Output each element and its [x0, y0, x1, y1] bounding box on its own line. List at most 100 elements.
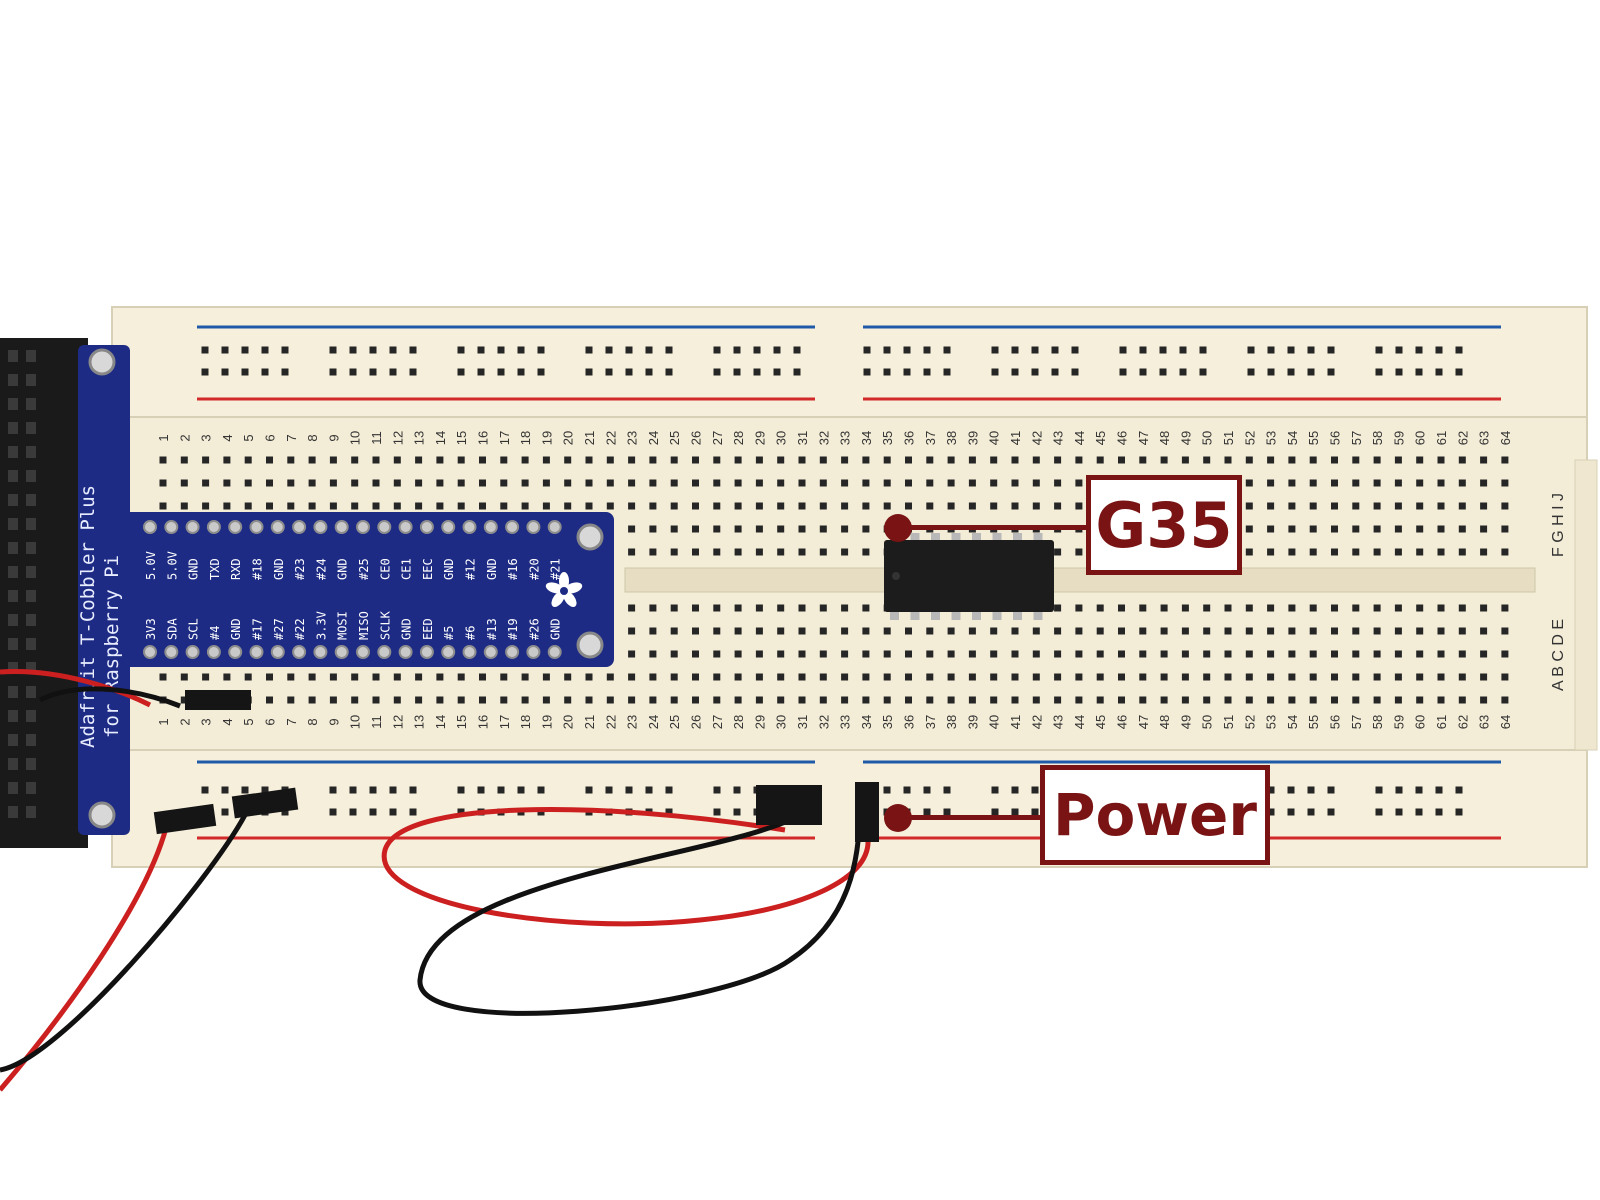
- column-number: 4: [220, 718, 235, 725]
- column-number: 30: [774, 715, 789, 729]
- column-number: 50: [1200, 715, 1215, 729]
- column-number: 24: [646, 715, 661, 729]
- cobbler-pin-label: 5.0V: [144, 551, 158, 580]
- column-number: 51: [1221, 431, 1236, 445]
- column-number: 37: [923, 715, 938, 729]
- column-number: 16: [476, 431, 491, 445]
- column-number: 56: [1328, 715, 1343, 729]
- column-number: 31: [795, 431, 810, 445]
- red-wire-left: [0, 669, 152, 708]
- cobbler-pin-label: 3.3V: [314, 611, 328, 640]
- column-number: 10: [348, 715, 363, 729]
- cobbler-pin-label: GND: [229, 618, 243, 640]
- column-number: 33: [838, 715, 853, 729]
- cobbler-horizontal-board: [122, 512, 614, 667]
- dip16-chip: [884, 533, 1054, 620]
- column-number: 12: [390, 715, 405, 729]
- column-number: 58: [1370, 431, 1385, 445]
- column-number: 43: [1051, 431, 1066, 445]
- column-number: 64: [1498, 431, 1513, 445]
- column-number: 62: [1455, 431, 1470, 445]
- column-number: 61: [1434, 431, 1449, 445]
- black-wire-long: [0, 813, 248, 1073]
- column-number: 41: [1008, 431, 1023, 445]
- column-number: 64: [1498, 715, 1513, 729]
- column-number: 27: [710, 431, 725, 445]
- mounting-hole-top-right: [576, 523, 604, 551]
- column-number: 24: [646, 431, 661, 445]
- cobbler-pin-label: MISO: [357, 611, 371, 640]
- column-number: 14: [433, 715, 448, 729]
- column-number: 13: [412, 715, 427, 729]
- column-number: 26: [689, 431, 704, 445]
- column-number: 62: [1455, 715, 1470, 729]
- column-number: 32: [816, 431, 831, 445]
- column-number: 61: [1434, 715, 1449, 729]
- column-number: 39: [965, 715, 980, 729]
- cobbler-pin-label: GND: [442, 558, 456, 580]
- column-number: 52: [1242, 715, 1257, 729]
- column-number: 50: [1200, 431, 1215, 445]
- cobbler-pin-label: #22: [293, 618, 307, 640]
- cobbler-pin-label: #27: [272, 618, 286, 640]
- cobbler-pin-label: #21: [549, 558, 563, 580]
- cobbler-pin-label: SCLK: [378, 610, 392, 640]
- cobbler-pin-label: SCL: [187, 618, 201, 640]
- column-number: 56: [1328, 431, 1343, 445]
- column-number: 58: [1370, 715, 1385, 729]
- column-number: 8: [305, 434, 320, 441]
- column-number: 63: [1477, 715, 1492, 729]
- column-number: 33: [838, 431, 853, 445]
- mounting-hole-top-left: [88, 348, 116, 376]
- cobbler-pin-label: #26: [527, 618, 541, 640]
- column-number: 13: [412, 431, 427, 445]
- column-number: 23: [625, 431, 640, 445]
- column-number: 28: [731, 715, 746, 729]
- column-number: 3: [199, 434, 214, 441]
- column-number: 29: [752, 431, 767, 445]
- column-number: 5: [241, 718, 256, 725]
- power-callout-label: Power: [1040, 765, 1270, 865]
- cobbler-pin-label: GND: [272, 558, 286, 580]
- breadboard-side-tab: [1574, 459, 1598, 751]
- column-number: 9: [326, 434, 341, 441]
- column-number: 60: [1413, 715, 1428, 729]
- ribbon-connector-pins: [8, 350, 36, 818]
- column-number: 18: [518, 715, 533, 729]
- cobbler-pin-label: #6: [464, 626, 478, 640]
- cobbler-pin-label: #5: [442, 626, 456, 640]
- column-number: 52: [1242, 431, 1257, 445]
- column-number: 25: [667, 431, 682, 445]
- column-number: 48: [1157, 431, 1172, 445]
- column-number: 59: [1391, 715, 1406, 729]
- chip-callout-label: G35: [1086, 475, 1242, 575]
- mounting-hole-bottom-left: [88, 801, 116, 829]
- cobbler-pin-label: EED: [421, 618, 435, 640]
- column-number: 49: [1178, 715, 1193, 729]
- chip-callout-leader: [898, 525, 1088, 530]
- cobbler-pin-label: #13: [485, 618, 499, 640]
- column-number: 47: [1136, 431, 1151, 445]
- column-number: 28: [731, 431, 746, 445]
- cobbler-pin-label: GND: [187, 558, 201, 580]
- column-number: 9: [326, 718, 341, 725]
- column-number: 47: [1136, 715, 1151, 729]
- column-number: 17: [497, 715, 512, 729]
- column-number: 35: [880, 431, 895, 445]
- column-number: 6: [263, 434, 278, 441]
- column-number: 31: [795, 715, 810, 729]
- column-number: 4: [220, 434, 235, 441]
- column-number: 35: [880, 715, 895, 729]
- adafruit-flower-logo: [545, 572, 583, 607]
- column-number: 55: [1306, 431, 1321, 445]
- bottom-power-rail: [111, 749, 1588, 868]
- column-number: 20: [561, 431, 576, 445]
- cobbler-pin-label: #20: [527, 558, 541, 580]
- column-number: 44: [1072, 431, 1087, 445]
- column-number: 43: [1051, 715, 1066, 729]
- column-number: 23: [625, 715, 640, 729]
- column-number: 17: [497, 431, 512, 445]
- cobbler-pin-label: GND: [400, 618, 414, 640]
- column-number: 1: [156, 718, 171, 725]
